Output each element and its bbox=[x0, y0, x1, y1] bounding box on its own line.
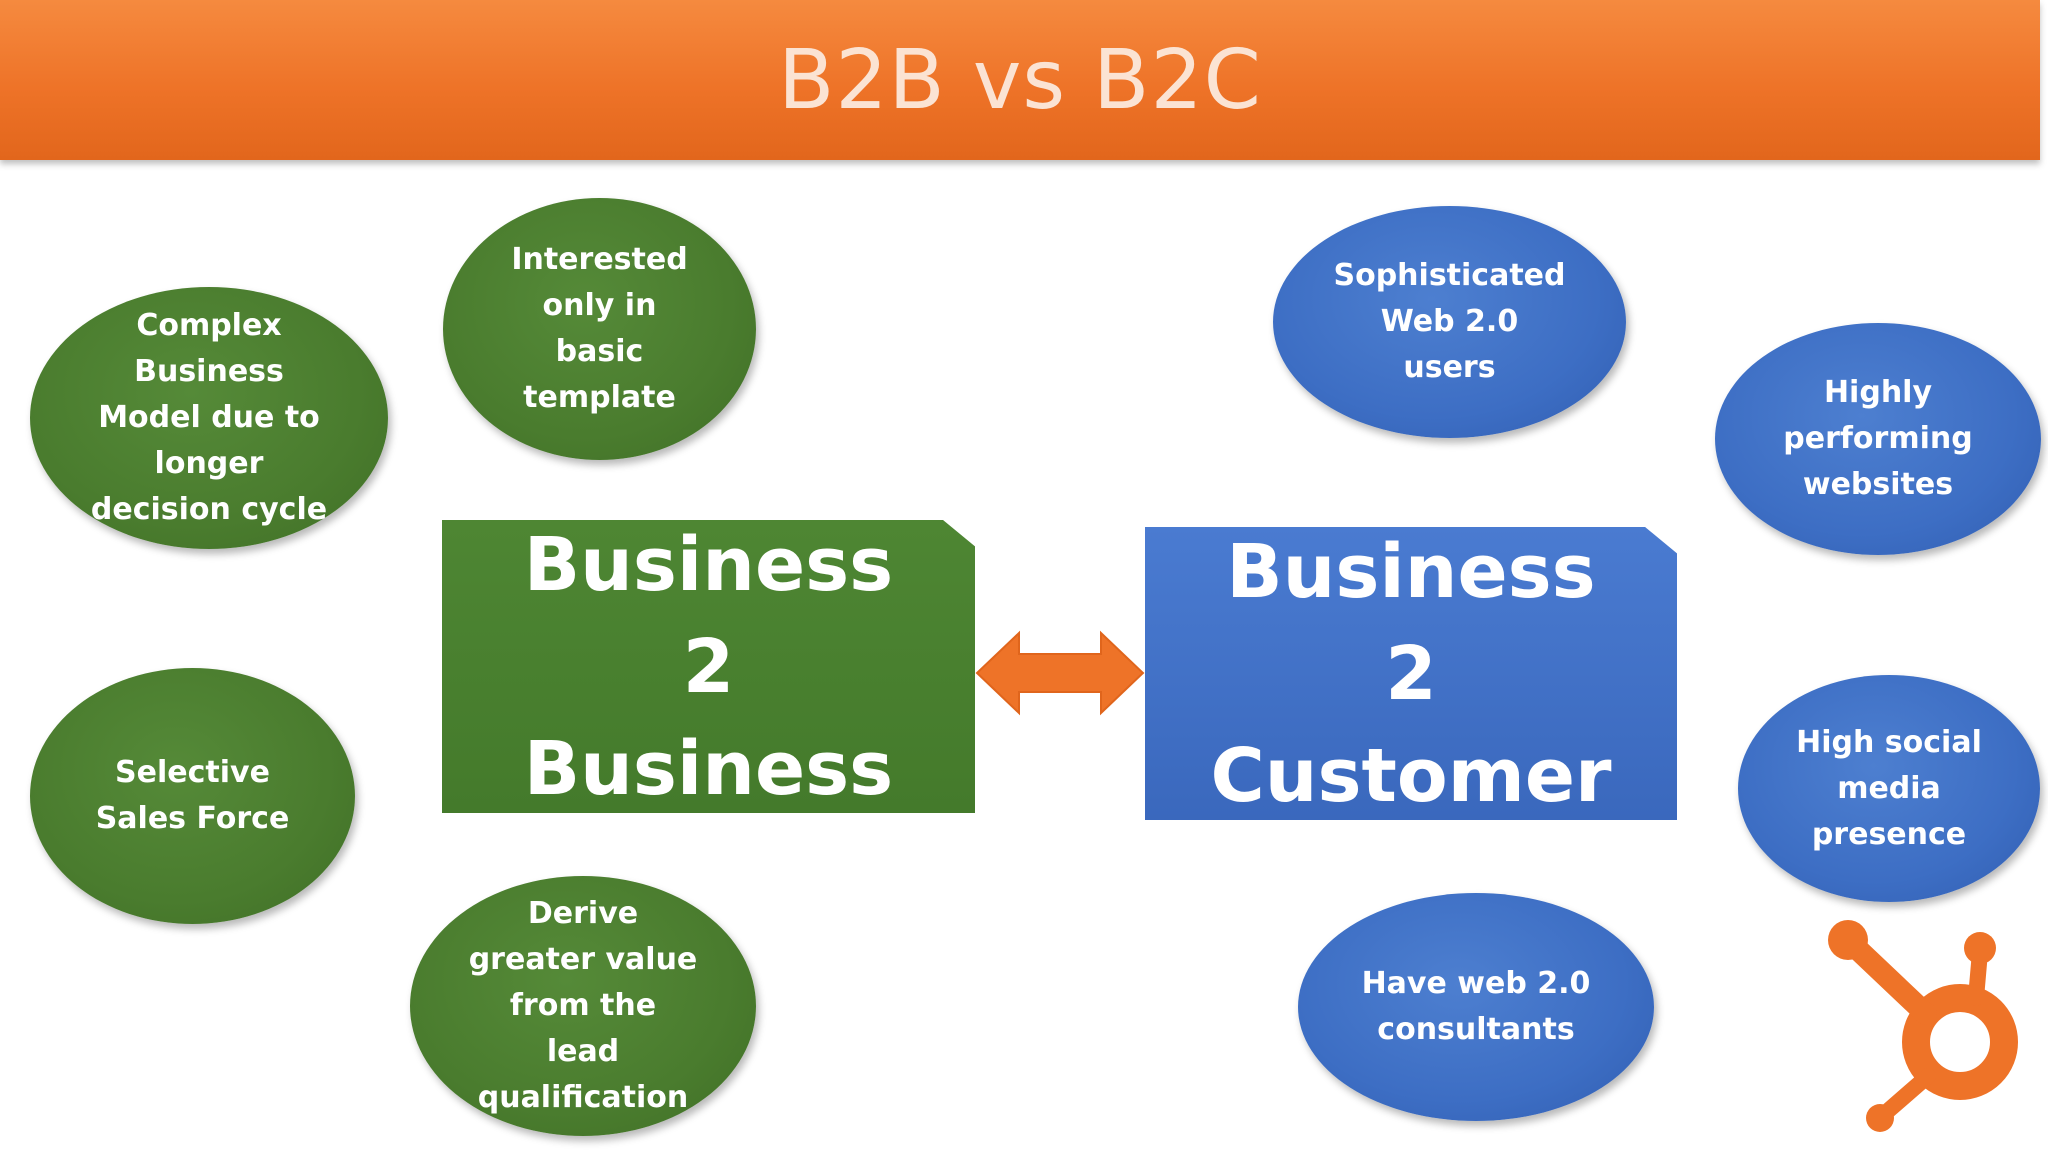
b2b-box-line-1: Business bbox=[523, 521, 894, 608]
b2c-bubble-social-media: High social media presence bbox=[1738, 675, 2040, 902]
b2c-box-line-3: Customer bbox=[1210, 732, 1612, 819]
b2c-box-line-1: Business bbox=[1226, 528, 1596, 615]
b2c-bubble-consultants: Have web 2.0 consultants bbox=[1298, 893, 1654, 1121]
b2b-box-line-3: Business bbox=[523, 725, 894, 812]
b2c-box-line-2: 2 bbox=[1385, 630, 1437, 717]
b2b-box-line-2: 2 bbox=[682, 623, 735, 710]
b2b-bubble-basic-template: Interested only in basic template bbox=[443, 198, 756, 460]
b2b-box: Business 2 Business bbox=[442, 520, 975, 813]
page-title: B2B vs B2C bbox=[778, 32, 1262, 128]
b2c-box: Business 2 Customer bbox=[1145, 527, 1677, 820]
b2b-bubble-sales-force: Selective Sales Force bbox=[30, 668, 355, 924]
double-arrow-icon bbox=[975, 630, 1145, 716]
b2b-bubble-lead-qualification: Derive greater value from the lead quali… bbox=[410, 876, 756, 1136]
title-banner: B2B vs B2C bbox=[0, 0, 2040, 160]
b2b-bubble-complex-model: Complex Business Model due to longer dec… bbox=[30, 287, 388, 549]
b2c-bubble-web-users: Sophisticated Web 2.0 users bbox=[1273, 206, 1626, 438]
hubspot-sprocket-icon bbox=[1828, 920, 2018, 1132]
b2c-bubble-websites: Highly performing websites bbox=[1715, 323, 2041, 555]
